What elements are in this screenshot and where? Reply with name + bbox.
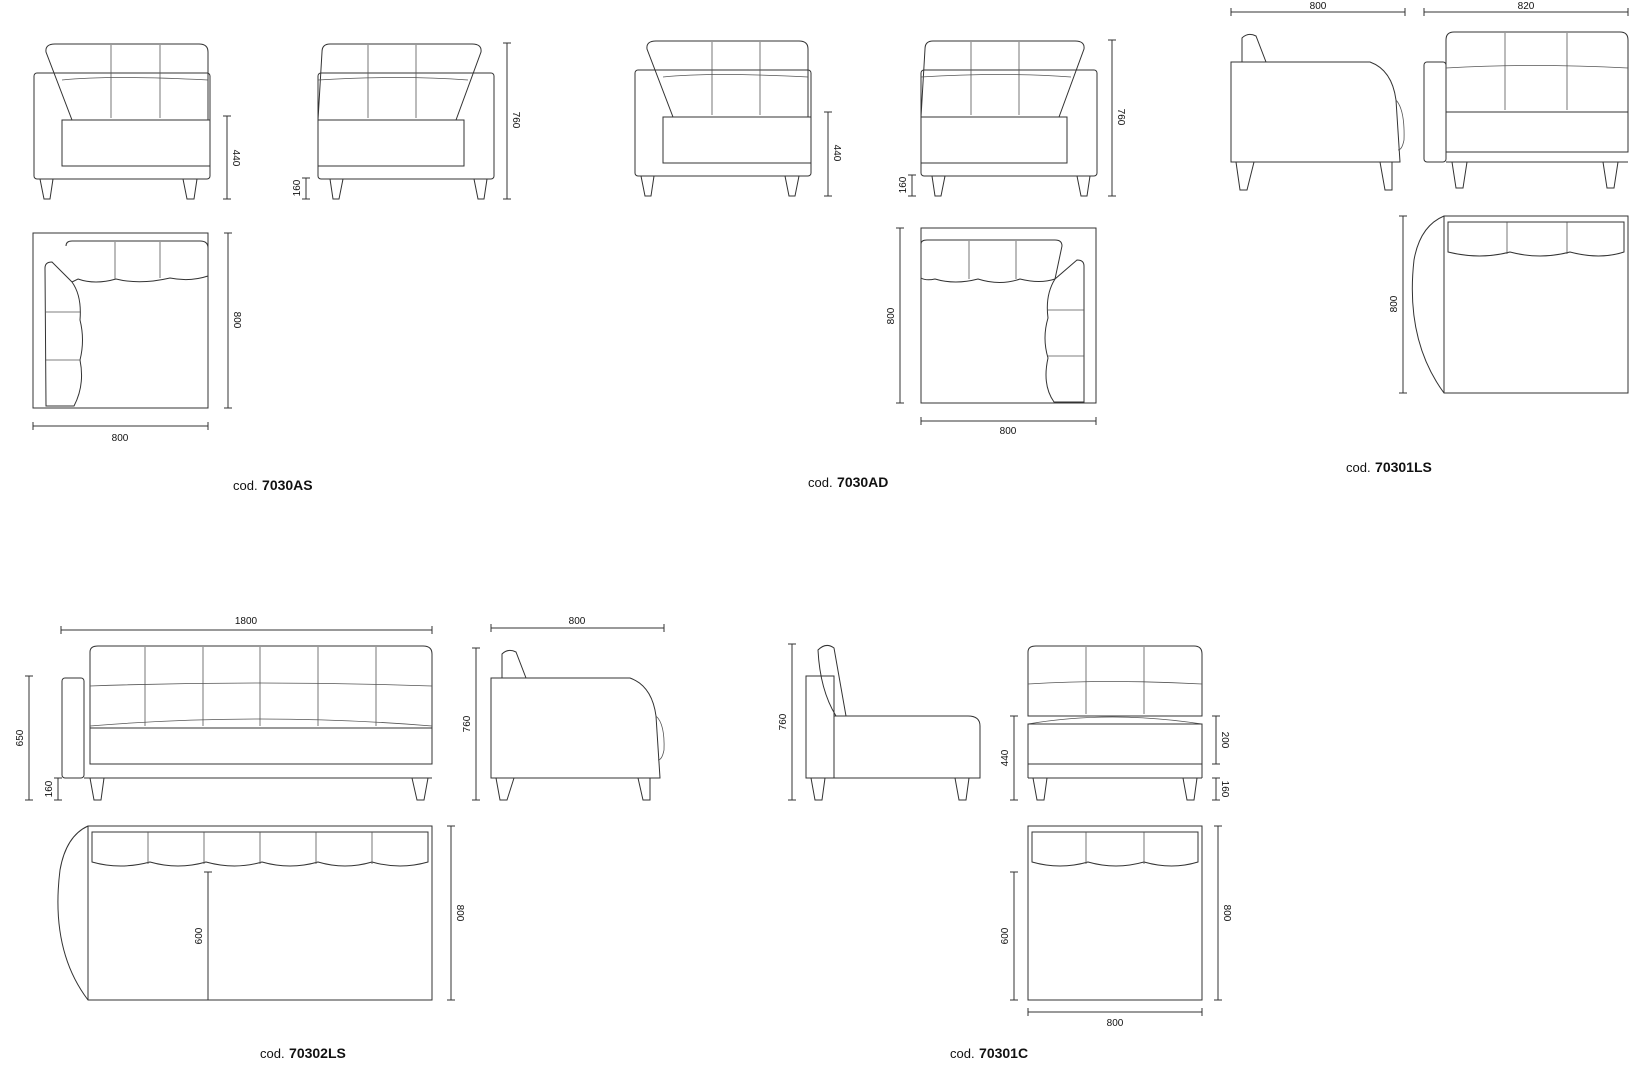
top-view-7030AD: 800 800	[886, 227, 1097, 437]
product-code-7030AD: cod. 7030AD	[808, 474, 888, 491]
drawing-70302LS: 1800 650 160 800	[15, 616, 665, 1062]
back-view-7030AS: 160 760	[292, 42, 521, 200]
dim-depth: 800	[454, 905, 465, 922]
dim-leg-height: 160	[44, 780, 55, 797]
side-view-70301C: 760	[778, 643, 981, 801]
dim-width: 800	[1107, 1018, 1124, 1029]
dim-seat-height: 440	[230, 150, 241, 167]
dim-depth: 800	[1389, 295, 1400, 312]
top-view-70301LS: 800	[1389, 215, 1629, 394]
dim-seat-height: 440	[1000, 749, 1011, 766]
dim-width: 800	[1000, 426, 1017, 437]
product-code-70301C: cod. 70301C	[950, 1045, 1028, 1062]
dim-seat-height: 440	[831, 145, 842, 162]
product-code-70302LS: cod. 70302LS	[260, 1045, 346, 1062]
top-view-7030AS: 800 800	[32, 232, 242, 444]
drawing-7030AS: 440 160 760 800	[32, 42, 521, 494]
dim-side-width: 800	[1310, 1, 1327, 12]
drawing-7030AD: 440 160 760 800	[634, 39, 1126, 491]
side-view-70301LS: 800	[1230, 1, 1406, 191]
front-view-7030AD: 440	[634, 40, 842, 197]
dim-side-height: 760	[462, 715, 473, 732]
dim-side-height: 760	[778, 713, 789, 730]
dim-total-height: 760	[510, 112, 521, 129]
dim-leg-height: 160	[898, 176, 909, 193]
dim-width: 800	[112, 433, 129, 444]
dim-front-width: 820	[1518, 1, 1535, 12]
dim-seat-depth: 600	[194, 927, 205, 944]
dim-side-width: 800	[569, 616, 586, 627]
dim-seat-depth: 600	[1000, 927, 1011, 944]
dim-depth: 800	[231, 312, 242, 329]
top-view-70302LS: 600 800	[57, 825, 465, 1001]
dim-depth: 800	[1221, 905, 1232, 922]
drawing-70301C: 760 440 200 160	[778, 643, 1232, 1062]
dim-cushion-height: 200	[1219, 732, 1230, 749]
dim-leg-height: 160	[292, 179, 303, 196]
dim-total-height: 760	[1115, 109, 1126, 126]
top-view-70301C: 600 800 800	[1000, 825, 1232, 1029]
product-code-70301LS: cod. 70301LS	[1346, 459, 1432, 476]
dim-total-width: 1800	[235, 616, 258, 627]
front-view-70301C: 440 200 160	[1000, 645, 1230, 801]
side-view-70302LS: 800 760	[462, 616, 665, 801]
front-view-70302LS: 1800 650 160	[15, 616, 433, 801]
dim-leg-height: 160	[1219, 781, 1230, 798]
drawing-70301LS: 800 820 800	[1230, 1, 1629, 476]
front-view-70301LS: 820	[1423, 1, 1629, 189]
dim-depth: 800	[886, 307, 897, 324]
product-code-7030AS: cod. 7030AS	[233, 477, 313, 494]
dim-arm-height: 650	[15, 729, 26, 746]
front-view-7030AS: 440	[33, 43, 241, 200]
back-view-7030AD: 160 760	[898, 39, 1126, 197]
